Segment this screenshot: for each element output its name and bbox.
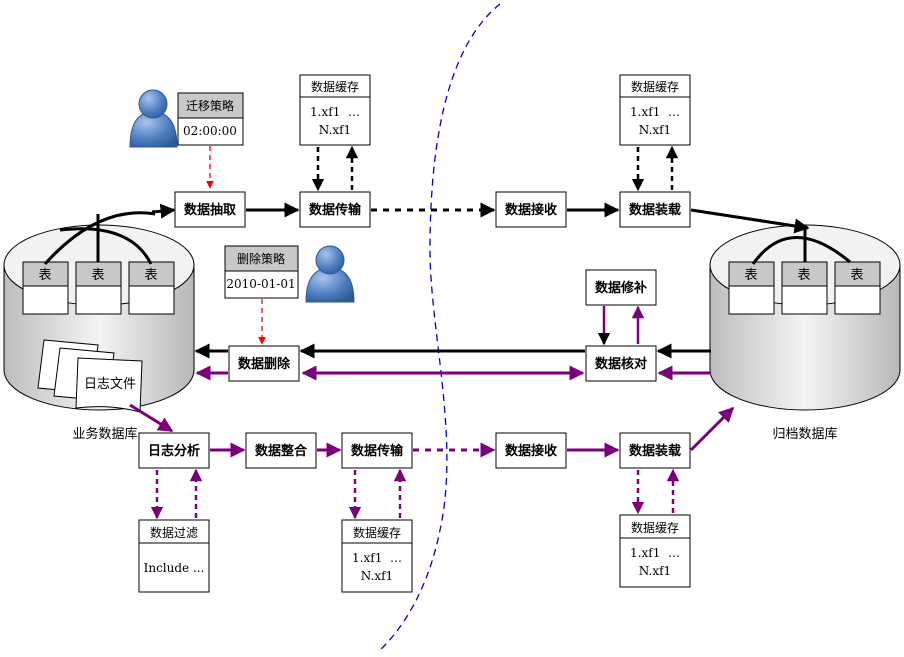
bottom-receive-box: 数据接收 (495, 432, 567, 469)
top-transfer-cache-box: 数据缓存 1.xf1 … N.xf1 (299, 74, 371, 146)
bottom-log-analysis-label: 日志分析 (148, 443, 200, 459)
middle-repair-box: 数据修补 (585, 269, 657, 306)
data-filter-value: Include ... (144, 561, 205, 575)
deletion-policy-title: 删除策略 (237, 251, 285, 266)
bottom-load-cache-title: 数据缓存 (631, 520, 679, 535)
bottom-transfer-cache-line2: N.xf1 (361, 569, 393, 583)
top-load-cache-line1: 1.xf1 … (630, 105, 680, 119)
archive-database: 表 表 表 (709, 224, 901, 411)
top-receive-label: 数据接收 (505, 202, 558, 218)
business-database-label: 业务数据库 (72, 426, 137, 442)
top-load-cache-box: 数据缓存 1.xf1 … N.xf1 (619, 74, 691, 146)
arrow-load-to-archive-bottom (689, 406, 735, 452)
bottom-integrate-label: 数据整合 (255, 443, 308, 459)
business-database: 表 表 表 日志文件 (3, 224, 195, 413)
arrow-db-to-extract (151, 203, 176, 219)
archive-table-1-label: 表 (744, 268, 757, 283)
operator-person-icon-2 (305, 245, 355, 303)
middle-delete-label: 数据删除 (238, 356, 291, 372)
top-extract-label: 数据抽取 (184, 202, 237, 218)
log-file-icon (37, 339, 143, 413)
bottom-transfer-label: 数据传输 (351, 443, 404, 459)
top-load-cache-line2: N.xf1 (639, 123, 671, 137)
top-extract-box: 数据抽取 (174, 191, 246, 228)
bottom-transfer-cache-title: 数据缓存 (353, 525, 401, 540)
network-divider-line (377, 3, 501, 653)
middle-delete-box: 数据删除 (228, 345, 300, 382)
bottom-log-analysis-box: 日志分析 (138, 432, 210, 469)
data-filter-title: 数据过滤 (150, 525, 198, 540)
top-load-box: 数据装载 (619, 191, 691, 228)
bottom-load-cache-line1: 1.xf1 … (630, 546, 680, 560)
migration-policy-value: 02:00:00 (183, 124, 237, 138)
deletion-policy-value: 2010-01-01 (226, 277, 295, 291)
bottom-load-label: 数据装载 (629, 443, 681, 459)
bottom-receive-label: 数据接收 (505, 443, 558, 459)
top-load-cache-title: 数据缓存 (631, 79, 679, 94)
archive-database-label: 归档数据库 (772, 426, 837, 442)
bottom-load-cache-line2: N.xf1 (639, 564, 671, 578)
top-transfer-label: 数据传输 (309, 202, 362, 218)
bottom-load-cache-box: 数据缓存 1.xf1 … N.xf1 (619, 514, 691, 588)
operator-person-icon-1 (129, 89, 178, 148)
arrow-logfile-to-analysis (129, 403, 174, 433)
bottom-integrate-box: 数据整合 (245, 432, 317, 469)
arrow-load-to-archive (690, 208, 810, 234)
middle-verify-box: 数据核对 (585, 345, 657, 382)
business-table-2-label: 表 (91, 268, 104, 283)
top-load-label: 数据装载 (629, 202, 681, 218)
deletion-policy-box: 删除策略 2010-01-01 (224, 245, 299, 299)
business-table-3-label: 表 (144, 268, 157, 283)
top-receive-box: 数据接收 (495, 191, 567, 228)
migration-policy-title: 迁移策略 (186, 98, 234, 113)
top-transfer-cache-line2: N.xf1 (319, 123, 351, 137)
bottom-transfer-cache-line1: 1.xf1 … (352, 551, 402, 565)
top-transfer-cache-title: 数据缓存 (311, 79, 359, 94)
middle-verify-label: 数据核对 (595, 356, 647, 372)
bottom-load-box: 数据装载 (619, 432, 691, 469)
bottom-transfer-cache-box: 数据缓存 1.xf1 … N.xf1 (341, 519, 413, 593)
middle-repair-label: 数据修补 (595, 280, 647, 296)
data-filter-box: 数据过滤 Include ... (138, 519, 210, 593)
top-transfer-cache-line1: 1.xf1 … (310, 105, 360, 119)
business-table-1-label: 表 (38, 268, 51, 283)
archive-table-3-label: 表 (850, 268, 863, 283)
migration-policy-box: 迁移策略 02:00:00 (177, 92, 244, 146)
archive-table-2-label: 表 (797, 268, 810, 283)
bottom-transfer-box: 数据传输 (341, 432, 413, 469)
top-transfer-box: 数据传输 (299, 191, 371, 228)
log-file-label: 日志文件 (84, 377, 136, 392)
